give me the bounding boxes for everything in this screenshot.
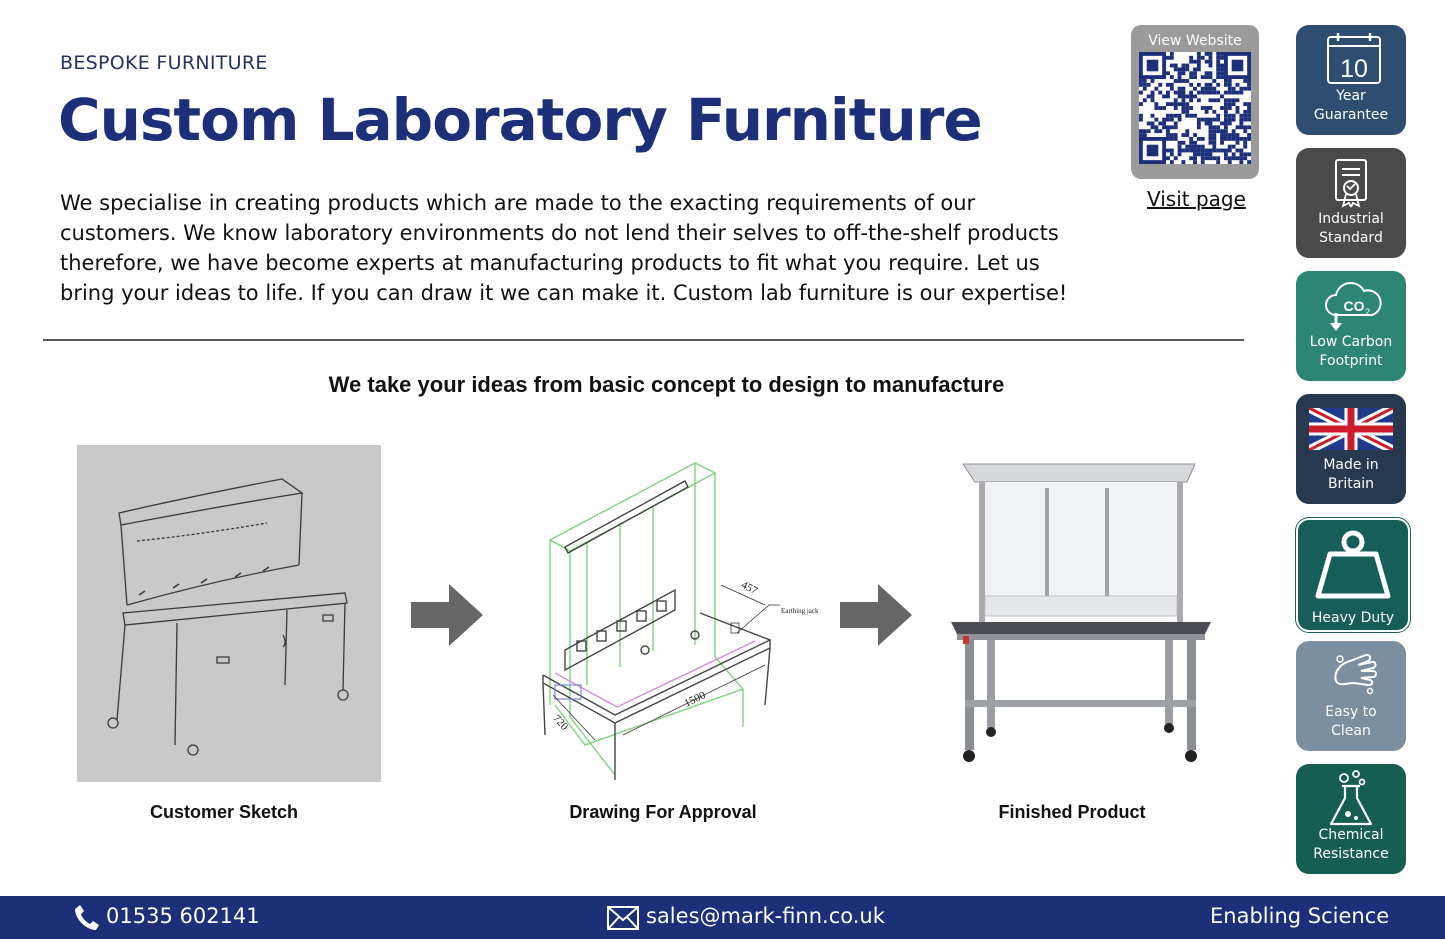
section-kicker: BESPOKE FURNITURE [60,52,268,74]
co2-cloud-icon: CO 2 [1325,281,1382,331]
cad-drawing: 720 1500 457 Earthing jack [542,462,819,780]
process-heading: We take your ideas from basic concept to… [328,372,1005,397]
svg-text:CO: CO [1344,298,1365,314]
approval-drawing-image: 720 1500 457 Earthing jack [525,445,830,785]
qr-card[interactable]: View Website [1131,25,1259,179]
flask-icon [1329,770,1373,826]
finished-product-image [943,458,1218,770]
weight-icon [1315,530,1391,599]
dim-depth-label: 720 [550,713,570,734]
guarantee-number: 10 [1340,55,1368,83]
callout-label: Earthing jack [781,607,819,615]
customer-sketch-image [77,445,381,782]
footer-bar: 01535 602141 sales@mark-finn.co.uk Enabl… [0,896,1445,939]
sketch-drawing [107,478,349,756]
caption-drawing-approval: Drawing For Approval [569,802,757,822]
certificate-icon [1335,159,1367,208]
qr-code-image [1139,52,1251,164]
email-icon [607,906,639,930]
caption-finished-product: Finished Product [998,802,1146,822]
svg-text:2: 2 [1365,307,1370,317]
qr-code[interactable] [1139,52,1251,164]
union-flag-icon [1309,408,1393,450]
badge-heavy-duty: Heavy Duty [1296,518,1410,632]
intro-paragraph: We specialise in creating products which… [60,191,1068,305]
arrow-right-icon [840,584,912,646]
email-link[interactable]: sales@mark-finn.co.uk [646,904,885,928]
visit-page-link[interactable]: Visit page [1147,187,1246,211]
page-title: Custom Laboratory Furniture [58,86,983,154]
badge-label: Heavy Duty [1311,610,1395,626]
divider [43,339,1244,341]
product-photo [951,463,1211,762]
cleaning-hand-icon [1334,653,1377,695]
phone-icon [75,905,99,930]
caption-customer-sketch: Customer Sketch [149,802,299,822]
qr-label: View Website [1148,33,1242,49]
calendar-icon: 10 [1327,33,1381,84]
phone-link[interactable]: 01535 602141 [106,904,260,928]
footer-tagline: Enabling Science [1210,904,1390,928]
arrow-right-icon [411,584,483,646]
